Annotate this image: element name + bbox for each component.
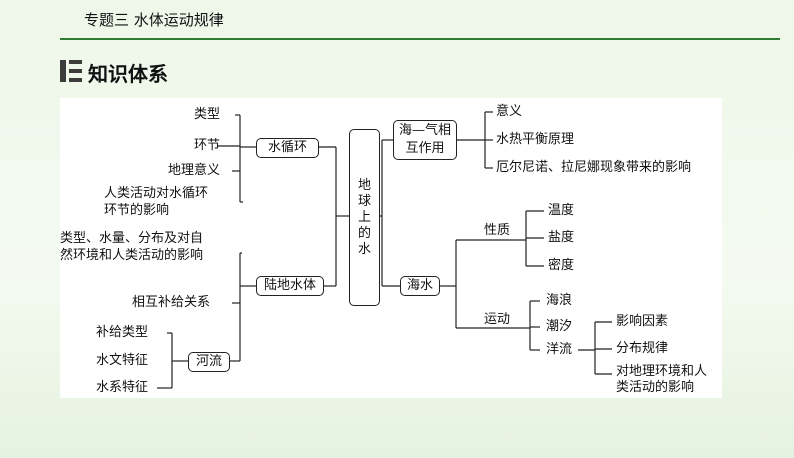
seawater-motion-label: 运动 <box>484 312 511 327</box>
land-water-mutual-recharge: 相互补给关系 <box>132 295 211 310</box>
river-hydrology: 水文特征 <box>96 353 149 368</box>
sea-air-node: 海—气相 互作用 <box>393 120 457 160</box>
land-water-desc-line2: 然环境和人类活动的影响 <box>60 248 204 263</box>
root-char: 球 <box>357 193 371 209</box>
current-distribution: 分布规律 <box>616 341 669 356</box>
current-impact-line1: 对地理环境和人 <box>616 364 708 379</box>
land-water-desc-line1: 类型、水量、分布及对自 <box>60 231 204 246</box>
sea-air-heat-balance: 水热平衡原理 <box>496 132 575 147</box>
seawater-temperature: 温度 <box>548 203 575 218</box>
water-cycle-human-impact-line1: 人类活动对水循环 <box>104 186 209 201</box>
river-system: 水系特征 <box>96 380 149 395</box>
root-char: 水 <box>357 241 371 257</box>
water-cycle-human-impact-line2: 环节的影响 <box>104 203 170 218</box>
current-factors: 影响因素 <box>616 314 669 329</box>
water-cycle-link: 环节 <box>194 138 221 153</box>
seawater-density: 密度 <box>548 258 575 273</box>
header-divider <box>60 38 780 40</box>
water-cycle-significance: 地理意义 <box>168 163 221 178</box>
water-cycle-node: 水循环 <box>256 138 319 158</box>
page-header-title: 专题三 水体运动规律 <box>84 11 224 29</box>
root-node-earth-water: 地 球 上 的 水 <box>349 129 380 306</box>
knowledge-map-panel: 类型 环节 地理意义 人类活动对水循环 环节的影响 水循环 类型、水量、分布及对… <box>60 98 722 398</box>
section-list-icon <box>60 60 82 82</box>
root-char: 地 <box>357 177 371 193</box>
sea-air-label-line1: 海—气相 <box>398 123 451 138</box>
seawater-properties-label: 性质 <box>484 223 511 238</box>
sea-air-label-line2: 互作用 <box>405 141 445 156</box>
river-node: 河流 <box>188 352 230 372</box>
root-char: 上 <box>357 209 371 225</box>
seawater-tides: 潮汐 <box>546 319 573 334</box>
connector-lines <box>157 111 612 389</box>
water-cycle-type: 类型 <box>194 107 221 122</box>
river-recharge-type: 补给类型 <box>96 325 149 340</box>
seawater-currents: 洋流 <box>546 342 573 357</box>
seawater-salinity: 盐度 <box>548 230 575 245</box>
current-impact-line2: 类活动的影响 <box>616 380 695 395</box>
section-title: 知识体系 <box>88 62 168 86</box>
seawater-waves: 海浪 <box>546 293 573 308</box>
root-char: 的 <box>357 225 371 241</box>
sea-air-enso-impact: 厄尔尼诺、拉尼娜现象带来的影响 <box>496 160 692 175</box>
seawater-node: 海水 <box>400 276 440 296</box>
sea-air-significance: 意义 <box>496 104 523 119</box>
land-water-node: 陆地水体 <box>256 276 324 296</box>
